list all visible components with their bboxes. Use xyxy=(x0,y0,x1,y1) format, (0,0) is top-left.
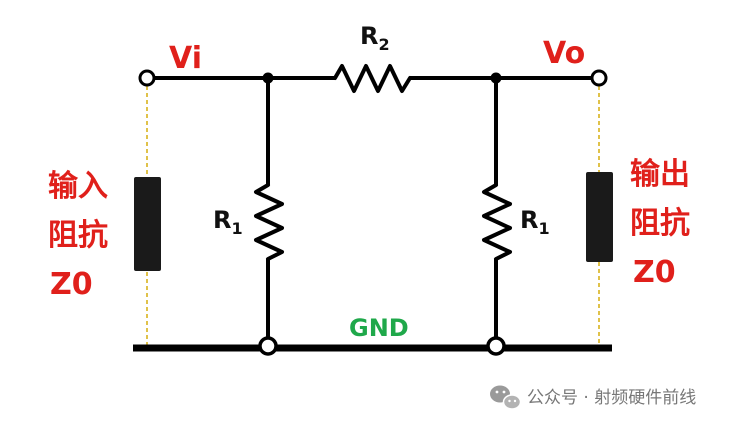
output-terminal xyxy=(590,69,608,87)
resistor-r2 xyxy=(333,64,412,93)
input-impedance-line-2: 阻抗 xyxy=(48,218,108,253)
gnd-label: GND xyxy=(349,314,409,342)
output-impedance-line-1: 输出 xyxy=(630,157,690,192)
vi-label: Vi xyxy=(169,41,202,76)
wechat-icon xyxy=(490,385,522,410)
junction-dot-top-left xyxy=(262,72,274,84)
input-impedance-line-1: 输入 xyxy=(48,169,108,204)
input-terminal xyxy=(138,69,156,87)
r1-right-label-main: R xyxy=(520,206,538,234)
r1-left-label-sub: 1 xyxy=(231,219,242,238)
vo-label: Vo xyxy=(543,36,585,71)
input-impedance-line-3: Z0 xyxy=(50,267,93,302)
r1-right-label-sub: 1 xyxy=(538,219,549,238)
watermark-text: 公众号 · 射频硬件前线 xyxy=(527,388,696,408)
r1-left-label: R1 xyxy=(213,206,243,238)
input-impedance-block xyxy=(134,177,161,271)
ground-junction-left xyxy=(258,336,278,356)
r1-left-label-main: R xyxy=(213,206,231,234)
r2-label-main: R xyxy=(360,22,378,50)
r2-label-sub: 2 xyxy=(378,35,389,54)
r1-right-label: R1 xyxy=(520,206,550,238)
output-impedance-block xyxy=(586,172,613,262)
resistor-r1-right xyxy=(482,183,512,261)
ground-junction-right xyxy=(486,336,506,356)
junction-dot-top-right xyxy=(490,72,502,84)
r2-label: R2 xyxy=(360,22,390,54)
output-impedance-line-3: Z0 xyxy=(633,255,676,290)
resistor-r1-left xyxy=(254,183,284,261)
output-impedance-line-2: 阻抗 xyxy=(630,206,690,241)
